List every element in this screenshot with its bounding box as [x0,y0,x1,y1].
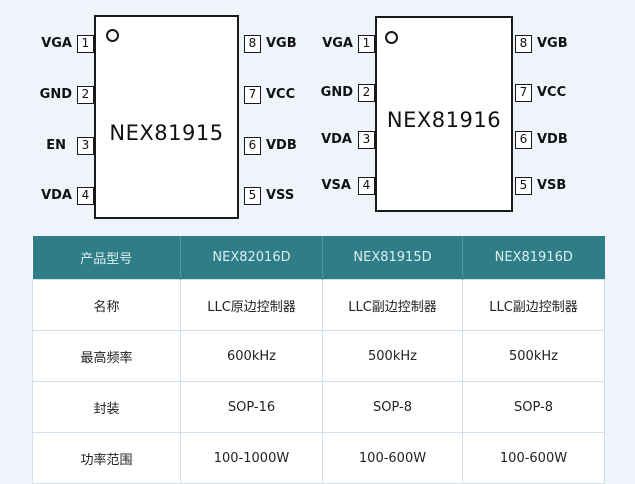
chip1-pin-label-6: VDB [266,138,297,153]
chip1-pin-label-8: VGB [266,36,297,51]
header-cell: 产品型号 [32,236,181,280]
table-cell: 500kHz [322,330,463,382]
chip-nex81916: NEX81916 [375,16,513,212]
chip1-pin-2: 2 [77,86,94,104]
chip2-pin-label-5: VSB [537,178,567,193]
table-cell: SOP-8 [462,381,605,433]
row-label: 封装 [32,381,181,433]
chip2-pin-label-4: VSA [321,178,352,193]
chip2-pin-label-1: VGA [322,36,353,51]
table-row: 最高频率 600kHz 500kHz 500kHz [32,330,605,382]
table-cell: 500kHz [462,330,605,382]
chip1-pin-4: 4 [77,187,94,205]
table-cell: 100-1000W [180,432,323,484]
chip1-pin-label-2: GND [39,87,72,102]
chip1-pin-3: 3 [77,137,94,155]
header-cell: NEX81916D [462,236,605,280]
chip1-pin-label-1: VGA [41,36,72,51]
table-cell: SOP-8 [322,381,463,433]
pin1-marker-icon [106,29,119,42]
header-cell: NEX82016D [180,236,323,280]
table-cell: 100-600W [322,432,463,484]
chip1-pin-7: 7 [244,86,261,104]
chip-nex81915: NEX81915 [94,15,239,219]
row-label: 名称 [32,279,181,331]
table-cell: LLC原边控制器 [180,279,323,331]
chip1-pin-8: 8 [244,35,261,53]
chip1-pin-5: 5 [244,187,261,205]
chip1-pin-1: 1 [77,35,94,53]
chip2-pin-label-7: VCC [537,85,567,100]
chip-name: NEX81916 [386,108,502,132]
chip2-pin-5: 5 [515,177,532,195]
chip1-pin-label-3: EN [46,138,66,153]
table-cell: LLC副边控制器 [462,279,605,331]
chip2-pin-2: 2 [358,84,375,102]
chip1-pin-label-7: VCC [266,87,296,102]
chip2-pin-label-2: GND [320,85,353,100]
row-label: 最高频率 [32,330,181,382]
table-header-row: 产品型号 NEX82016D NEX81915D NEX81916D [32,236,605,280]
table-cell: SOP-16 [180,381,323,433]
header-cell: NEX81915D [322,236,463,280]
chip2-pin-7: 7 [515,84,532,102]
product-comparison-table: 产品型号 NEX82016D NEX81915D NEX81916D 名称 LL… [32,236,605,484]
table-row: 功率范围 100-1000W 100-600W 100-600W [32,432,605,484]
chip2-pin-label-8: VGB [537,36,568,51]
chip2-pin-label-3: VDA [321,132,352,147]
table-row: 封装 SOP-16 SOP-8 SOP-8 [32,381,605,433]
table-cell: LLC副边控制器 [322,279,463,331]
chip2-pin-label-6: VDB [537,132,568,147]
chip2-pin-4: 4 [358,177,375,195]
chip1-pin-label-4: VDA [41,188,72,203]
table-cell: 100-600W [462,432,605,484]
chip1-pin-label-5: VSS [266,188,295,203]
row-label: 功率范围 [32,432,181,484]
chip2-pin-3: 3 [358,131,375,149]
chip2-pin-8: 8 [515,35,532,53]
chip2-pin-1: 1 [358,35,375,53]
table-row: 名称 LLC原边控制器 LLC副边控制器 LLC副边控制器 [32,279,605,331]
chip-name: NEX81915 [109,121,224,145]
chip2-pin-6: 6 [515,131,532,149]
chip1-pin-6: 6 [244,137,261,155]
table-cell: 600kHz [180,330,323,382]
pin1-marker-icon [385,31,398,44]
